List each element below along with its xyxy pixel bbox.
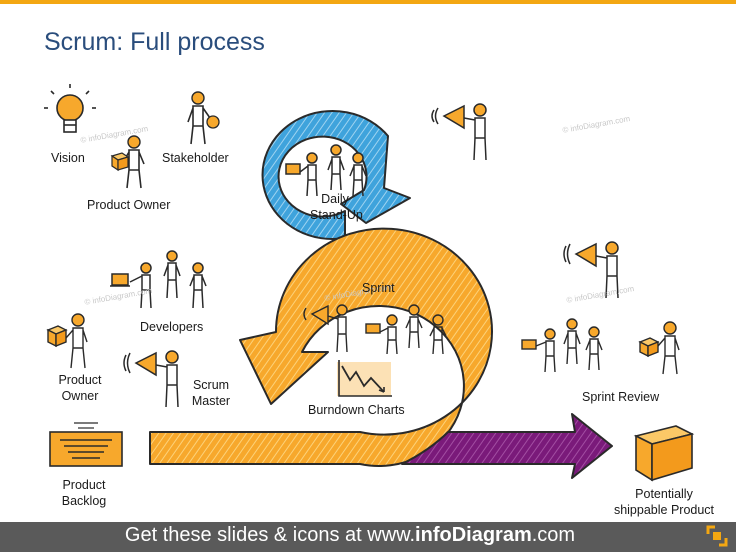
label-stakeholder: Stakeholder xyxy=(162,151,229,165)
product-owner-left-figure-icon xyxy=(46,313,88,369)
product-owner-figure-icon xyxy=(110,135,145,189)
label-scrum-master: Scrum Master xyxy=(191,378,231,408)
label-daily-standup: Daily Stand-Up xyxy=(310,192,363,222)
footer-bar xyxy=(0,522,736,552)
label-sprint: Sprint xyxy=(362,281,395,295)
daily-standup-team-icon xyxy=(285,144,367,197)
label-burndown-charts: Burndown Charts xyxy=(308,403,405,417)
lightbulb-icon xyxy=(44,84,96,133)
label-potentially-shippable-product: Potentially shippable Product xyxy=(613,487,715,517)
label-product-owner-left: Product Owner xyxy=(58,373,102,403)
megaphone-figure-top-icon xyxy=(431,103,487,161)
stakeholder-figure-icon xyxy=(187,91,220,145)
infodiagram-logo-icon xyxy=(706,525,728,547)
scrum-master-figure-icon xyxy=(123,350,179,408)
product-backlog-icon xyxy=(49,422,123,467)
label-developers: Developers xyxy=(140,320,204,334)
burndown-chart-icon xyxy=(337,360,392,397)
sprint-review-team-icon xyxy=(521,318,603,373)
footer-text[interactable]: Get these slides & icons at www.infoDiag… xyxy=(124,524,576,546)
developers-team-icon xyxy=(110,250,207,309)
product-owner-right-figure-icon xyxy=(638,321,680,375)
label-product-owner: Product Owner xyxy=(87,198,171,212)
page-title: Scrum: Full process xyxy=(44,28,265,56)
shippable-product-box-icon xyxy=(633,425,695,482)
megaphone-figure-right-icon xyxy=(563,241,619,299)
label-vision: Vision xyxy=(51,151,85,165)
label-sprint-review: Sprint Review xyxy=(582,390,660,404)
label-product-backlog: Product Backlog xyxy=(61,478,107,508)
sprint-loop-arrow xyxy=(149,227,493,467)
daily-loop-arrow xyxy=(261,110,411,241)
delivery-arrow xyxy=(401,413,613,479)
sprint-team-icon xyxy=(303,304,447,355)
top-accent-bar xyxy=(0,0,736,4)
